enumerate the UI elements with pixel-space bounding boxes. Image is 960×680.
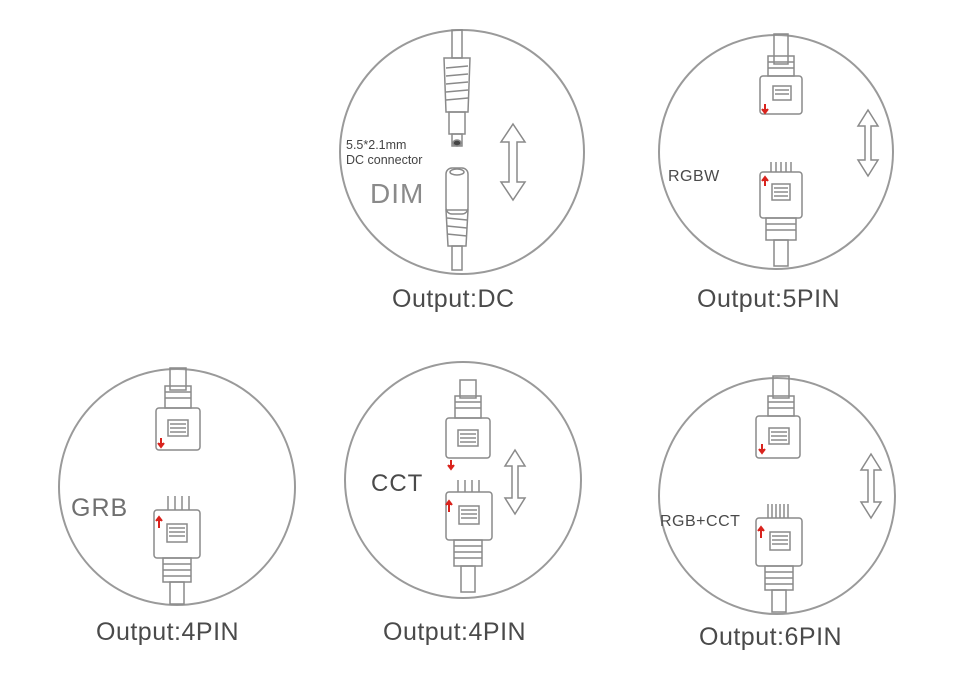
5pin-caption: Output:5PIN — [697, 285, 841, 313]
dc-connector-text: DC connector — [346, 153, 423, 167]
grb-top-plug-icon — [155, 367, 201, 451]
red-arrow-icon — [445, 499, 453, 512]
panel-circle — [658, 377, 896, 615]
red-arrow-icon — [761, 175, 769, 186]
panel-circle — [658, 34, 894, 270]
dc-size-text: 5.5*2.1mm — [346, 138, 407, 152]
5pin-mode-label: RGBW — [668, 168, 720, 185]
6pin-caption: Output:6PIN — [699, 623, 843, 651]
red-arrow-icon — [157, 438, 165, 449]
red-arrow-icon — [761, 104, 769, 115]
double-arrow-icon — [503, 448, 527, 516]
grb-bottom-plug-icon — [153, 496, 201, 605]
6pin-bottom-plug-icon — [755, 504, 803, 613]
red-arrow-icon — [758, 444, 766, 455]
red-arrow-icon — [155, 515, 163, 528]
panel-circle — [344, 361, 582, 599]
5pin-top-plug-icon — [759, 33, 803, 115]
cct-top-plug-icon — [445, 379, 491, 459]
cct-mode-label: CCT — [371, 470, 424, 497]
red-arrow-icon — [757, 525, 765, 538]
dc-male-plug-icon — [443, 29, 471, 147]
red-arrow-icon — [447, 460, 455, 471]
grb-caption: Output:4PIN — [96, 618, 240, 646]
dc-spec-note: 5.5*2.1mm DC connector — [346, 138, 422, 168]
grb-mode-label: GRB — [71, 494, 129, 522]
double-arrow-icon — [859, 452, 883, 520]
dc-female-plug-icon — [445, 167, 469, 271]
6pin-mode-label: RGB+CCT — [660, 513, 741, 530]
5pin-bottom-plug-icon — [759, 162, 803, 267]
6pin-top-plug-icon — [755, 375, 801, 459]
dc-caption: Output:DC — [392, 285, 515, 313]
panel-circle — [58, 368, 296, 606]
double-arrow-icon — [499, 122, 527, 202]
cct-bottom-plug-icon — [445, 480, 493, 593]
double-arrow-icon — [856, 108, 880, 178]
cct-caption: Output:4PIN — [383, 618, 527, 646]
dc-mode-label: DIM — [370, 178, 425, 209]
